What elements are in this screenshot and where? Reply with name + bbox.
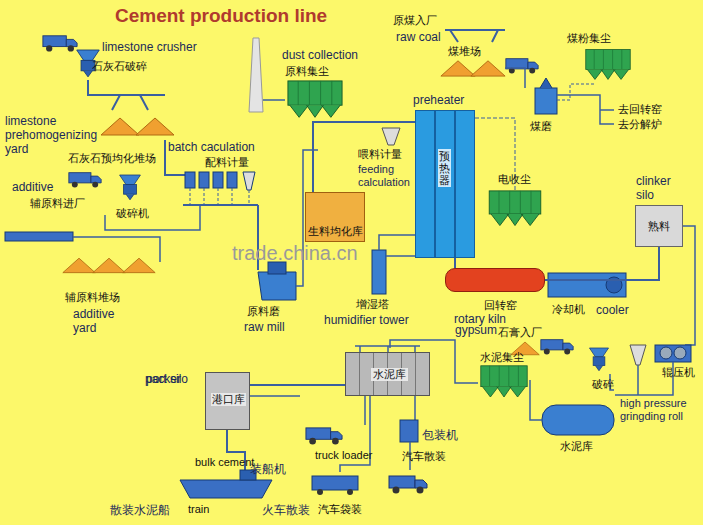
equipment-label: 破碎机 [116, 207, 149, 220]
equipment-label: additive yard [73, 307, 133, 335]
equipment-label: limestone prehomogenizing yard [5, 114, 105, 156]
equipment-label: additive [12, 180, 53, 194]
equipment-label: 去分解炉 [618, 118, 662, 131]
equipment-label: 原料集尘 [285, 65, 329, 78]
equipment-label: high pressure gringding roll [620, 397, 696, 423]
clinker-silo: clinker silo熟料 [635, 205, 683, 247]
equipment-label: 辅原料堆场 [65, 291, 120, 304]
equipment-label: 辅原料进厂 [30, 197, 85, 210]
flow-line [454, 258, 456, 268]
equipment-label: batch caculation [168, 140, 255, 154]
equipment-label: 装船机 [250, 462, 286, 476]
equipment-label: 包装机 [422, 428, 458, 442]
equipment-label: 增湿塔 [356, 298, 389, 311]
equipment-label: humidifier tower [324, 313, 409, 327]
node-text: preheater [413, 94, 464, 107]
equipment-label: 汽车散装 [402, 450, 446, 463]
equipment-label: 冷却机 [552, 303, 585, 316]
equipment-label: 破碎 [592, 378, 614, 391]
equipment-label: raw mill [244, 320, 285, 334]
node-text: 生料均化库 [308, 225, 363, 238]
rotary-kiln: 回转窑rotary kiln [445, 268, 545, 292]
flow-line [313, 122, 415, 192]
equipment-label: limestone crusher [102, 40, 197, 54]
equipment-label: 煤磨 [530, 120, 552, 133]
diagram-title: Cement production line [115, 5, 327, 27]
port-silo: port silo港口库 [205, 372, 250, 430]
equipment-label: train [188, 503, 209, 516]
node-text: 港口库 [211, 393, 246, 406]
equipment-label: 电收尘 [498, 173, 531, 186]
equipment-label: 原料磨 [247, 305, 280, 318]
equipment-label: 火车散装 [262, 503, 310, 517]
equipment-label: 石灰石预均化堆场 [68, 152, 156, 165]
equipment-label: cooler [596, 303, 629, 317]
watermark: trade.china.cn [232, 242, 358, 264]
equipment-label: 去回转窑 [618, 103, 662, 116]
equipment-label: 散装水泥船 [110, 503, 170, 517]
raw-meal-silo: 生料均化库 [305, 192, 365, 242]
equipment-label: 水泥集尘 [480, 351, 524, 364]
node-text: 熟料 [648, 220, 670, 233]
preheater-tower: preheater预热器 [415, 110, 475, 258]
cement-silo: 水泥库 [345, 352, 430, 396]
node-text: clinker silo [636, 174, 684, 202]
equipment-label: 煤粉集尘 [567, 32, 611, 45]
node-text: 预热器 [438, 149, 451, 187]
equipment-label: feeding calculation [358, 163, 414, 189]
flow-line [545, 247, 659, 280]
equipment-label: 汽车袋装 [318, 503, 362, 516]
equipment-label: 水泥库 [560, 440, 593, 453]
node-text: rotary kiln [454, 313, 506, 326]
flow-line [250, 384, 345, 386]
equipment-label: 石膏入厂 [498, 326, 542, 339]
node-text: 回转窑 [484, 299, 517, 312]
equipment-label: bulk cement [195, 456, 254, 469]
equipment-label: 煤堆场 [448, 45, 481, 58]
equipment-label: truck loader [315, 449, 372, 462]
node-text: port silo [146, 373, 188, 386]
equipment-label: 辊压机 [662, 366, 695, 379]
node-text: 水泥库 [371, 368, 408, 381]
equipment-label: 配料计量 [205, 156, 249, 169]
equipment-label: raw coal [396, 30, 441, 44]
equipment-label: dust collection [282, 48, 358, 62]
equipment-label: 喂料计量 [358, 148, 402, 161]
equipment-label: 原煤入厂 [393, 14, 437, 27]
equipment-label: 石灰石破碎 [92, 60, 147, 73]
